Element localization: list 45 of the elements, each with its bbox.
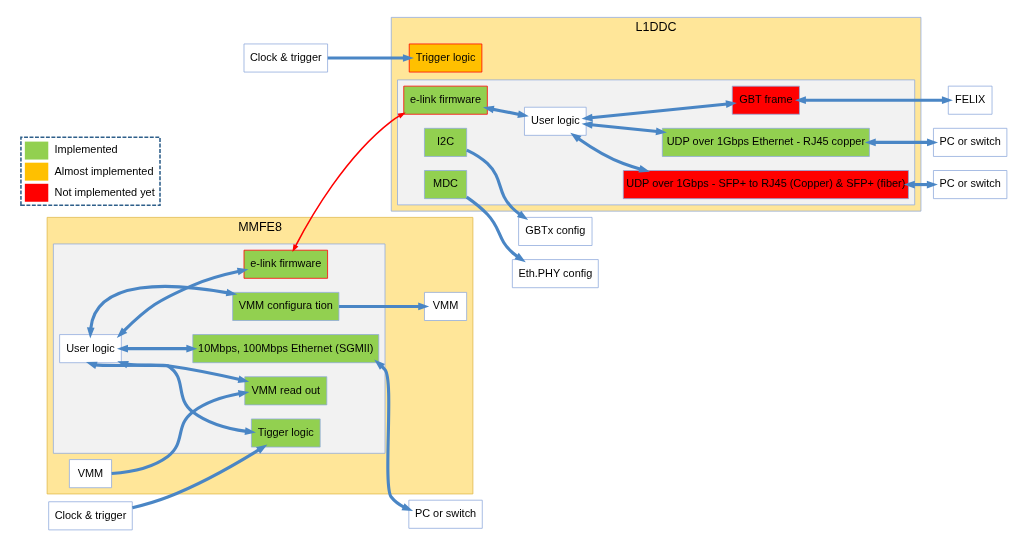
arrow [116,360,249,384]
node-box: Clock & trigger [243,43,328,73]
node-box: VMM read out [243,376,327,406]
arrow [482,105,529,118]
arrow [291,112,406,253]
node-box: User logic [58,334,122,364]
node-box: VMM configura tion [231,292,339,321]
node-box: Tigger logic [250,418,321,448]
node-box: PC or switch [407,499,483,529]
arrow [569,132,650,173]
node-box: Trigger logic [408,43,482,73]
arrow [116,344,197,353]
node-box: UDP over 1Gbps Ethernet - RJ45 copper [661,127,870,157]
node-box: GBTx config [517,217,592,246]
arrow [581,100,737,122]
arrow [131,444,267,510]
node-box: UDP over 1Gbps - SFP+ to RJ45 (Copper) & SFP+ (fiber) [622,170,909,199]
node-box: User logic [523,106,587,136]
node-box: 10Mbps, 100Mbps Ethernet (SGMII) [191,334,379,364]
node-box: GBT frame [731,85,800,115]
arrow [794,96,953,105]
arrow [864,138,938,147]
arrow [581,121,667,136]
arrow [86,284,237,339]
legend-label: Almost implemented [54,164,153,177]
legend-label: Not implemented yet [54,185,155,198]
node-box: VMM [68,459,112,489]
node-box: PC or switch [932,170,1007,199]
node-box: e-link firmware [243,249,328,279]
arrow [373,359,413,512]
arrow [327,54,414,62]
legend-label: Implemented [54,143,118,156]
arrow [111,390,249,476]
node-box: I2C [423,127,467,157]
arrow [338,302,429,311]
node-box: Clock & trigger [47,501,133,531]
arrow [85,361,256,435]
arrow [465,148,528,220]
node-box: VMM [423,292,467,321]
node-box: FELIX [947,85,992,115]
node-box: e-link firmware [402,85,488,115]
arrow [116,267,248,338]
node-box: MDC [423,170,467,199]
node-box: Eth.PHY config [511,259,599,289]
node-box: PC or switch [932,127,1007,157]
